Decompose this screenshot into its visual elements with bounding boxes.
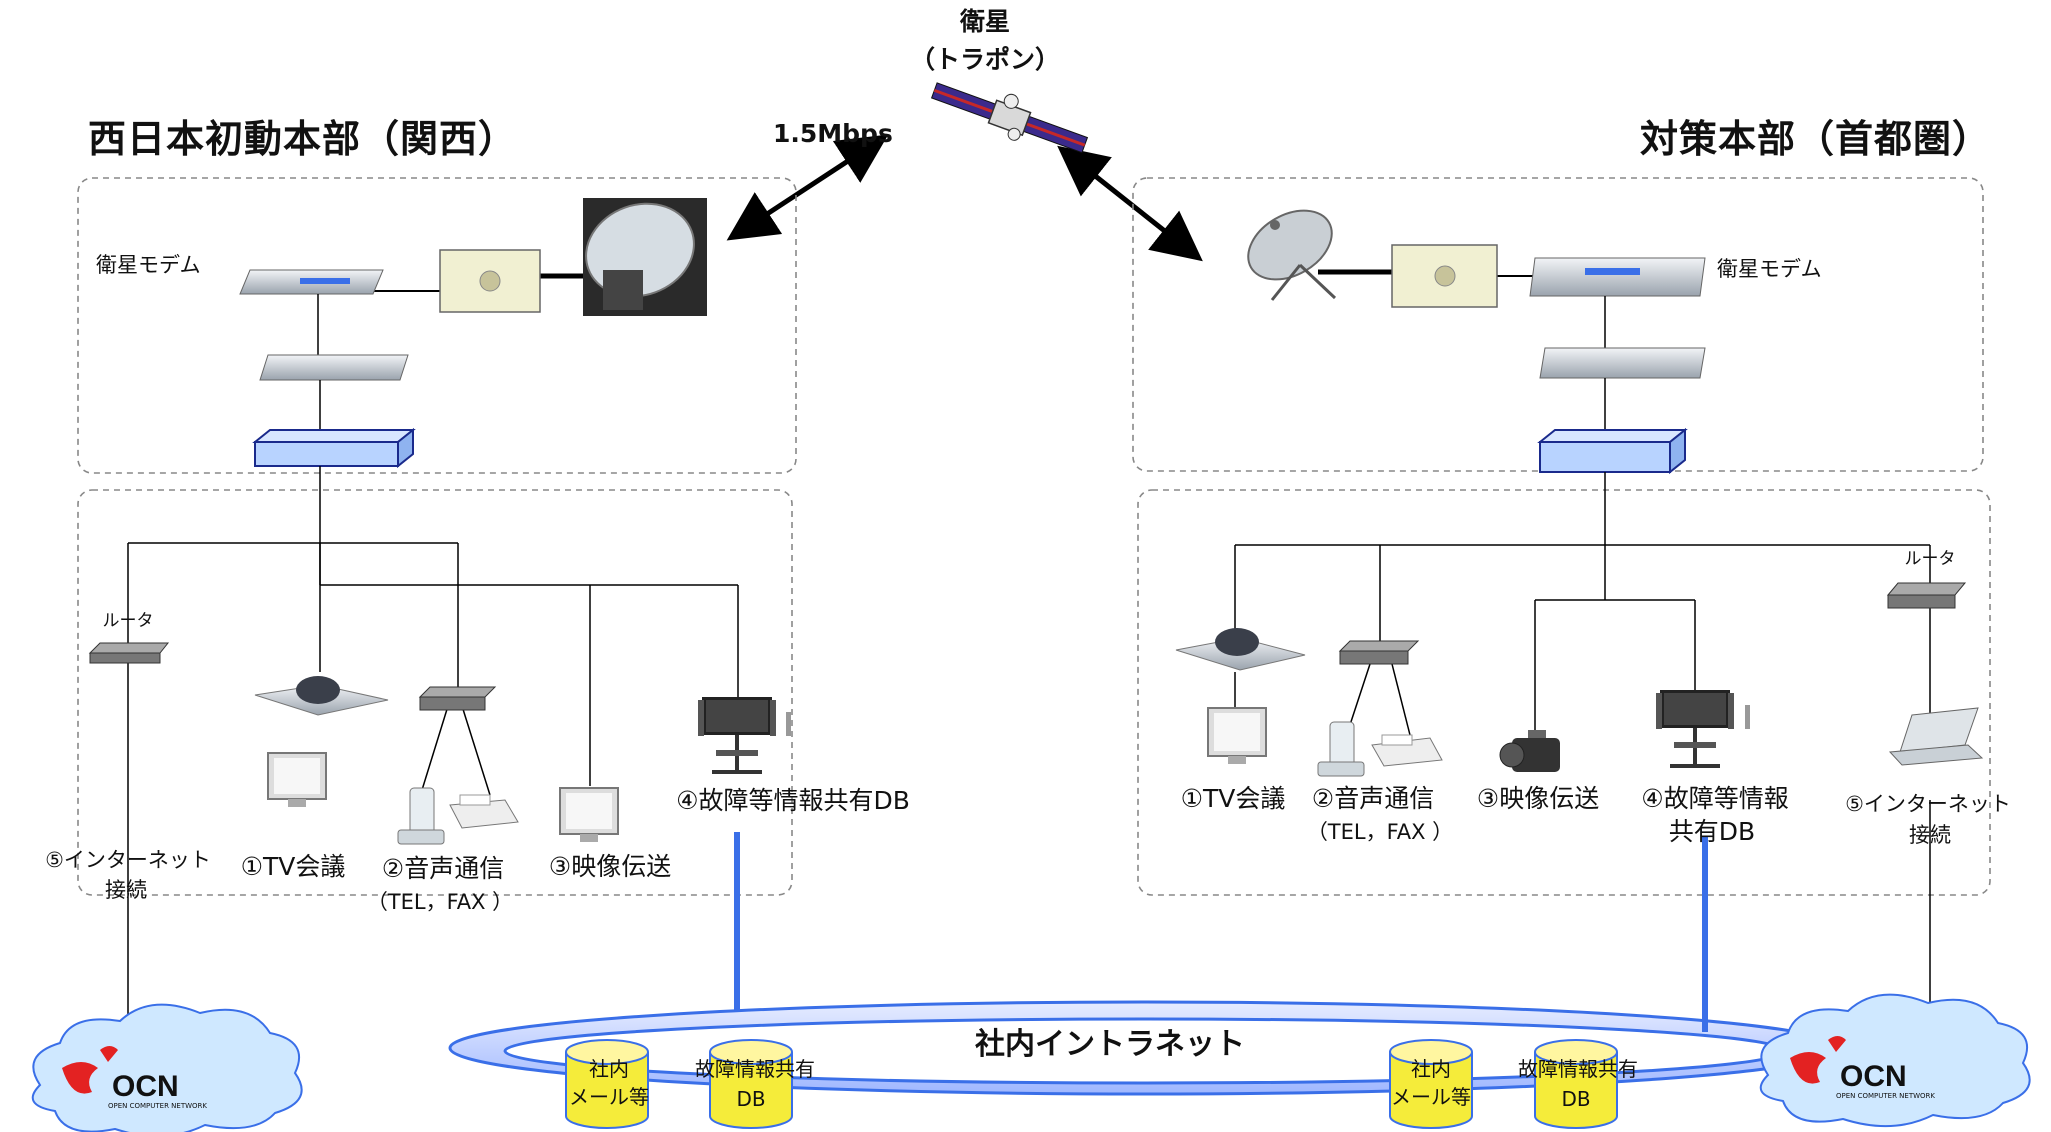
west-ocn-cloud-icon: [31, 1003, 303, 1132]
west-db-server-name: DB: [736, 1087, 766, 1111]
bandwidth-label: 1.5Mbps: [773, 119, 893, 148]
west-title: 西日本初動本部（関西）: [88, 117, 518, 161]
west-switch-icon: [252, 427, 416, 469]
west-codec-icon: [259, 354, 409, 381]
east-internet-label-2: 接続: [1909, 823, 1951, 847]
west-satellite-panel: [77, 177, 797, 474]
east-voice-sub-label: （TEL，FAX ）: [1306, 820, 1454, 844]
east-transceiver-icon: [1391, 244, 1498, 308]
west-phone-icon: [397, 787, 445, 845]
west-db-server-icon: [709, 1039, 793, 1129]
west-satellite-modem-icon: [239, 269, 384, 295]
east-satellite-panel: [1132, 177, 1984, 472]
satellite-subtitle: （トラポン）: [909, 45, 1061, 74]
west-internet-label-1: ⑤インターネット: [45, 848, 211, 872]
west-mail-label-2: メール等: [569, 1085, 649, 1109]
east-db-server-name: DB: [1561, 1087, 1591, 1111]
east-mail-server-icon: [1389, 1039, 1473, 1129]
west-lan-lines: [127, 466, 739, 1040]
east-fax-icon: [1371, 734, 1443, 767]
west-ocn-label: OCN: [112, 1070, 179, 1103]
west-tv-label: ①TV会議: [240, 852, 346, 881]
east-tv-label: ①TV会議: [1180, 784, 1286, 813]
west-ocn-sub-label: OPEN COMPUTER NETWORK: [108, 1102, 208, 1110]
west-transceiver-icon: [439, 249, 541, 313]
east-router-label: ルータ: [1904, 549, 1956, 569]
east-db-display-stand-icon: [1656, 690, 1750, 768]
east-title: 対策本部（首都圏）: [1640, 117, 1992, 161]
west-lan-panel: [77, 489, 793, 896]
east-router-icon: [1886, 582, 1967, 609]
east-voice-hub-icon: [1338, 640, 1420, 665]
west-video-monitor-icon: [559, 787, 619, 842]
west-db-label: ④故障等情報共有DB: [676, 786, 910, 815]
west-mail-label-1: 社内: [589, 1057, 629, 1081]
satellite-title: 衛星: [959, 7, 1011, 36]
east-voice-label: ②音声通信: [1311, 784, 1435, 813]
west-tv-monitor-icon: [267, 752, 327, 807]
west-voice-hub-icon: [418, 686, 497, 711]
east-phone-icon: [1317, 721, 1365, 777]
west-video-label: ③映像伝送: [548, 852, 672, 881]
east-ocn-sub-label: OPEN COMPUTER NETWORK: [1836, 1092, 1936, 1100]
east-mail-label-1: 社内: [1411, 1057, 1451, 1081]
east-db-label-1: ④故障等情報: [1641, 784, 1789, 813]
intranet-label: 社内イントラネット: [975, 1027, 1245, 1062]
east-modem-label: 衛星モデム: [1717, 257, 1822, 281]
east-laptop-icon: [1888, 707, 1984, 766]
east-lan-panel: [1137, 489, 1991, 896]
east-video-camera-icon: [1499, 730, 1560, 772]
west-internet-label-2: 接続: [105, 878, 147, 902]
west-db-server-label: 故障情報共有: [695, 1057, 815, 1081]
east-satellite-link: [1057, 145, 1203, 262]
east-video-label: ③映像伝送: [1476, 784, 1600, 813]
east-satellite-modem-icon: [1529, 257, 1706, 297]
east-db-server-icon: [1534, 1039, 1618, 1129]
west-mail-server-icon: [565, 1039, 649, 1129]
east-dish-antenna-icon: [1247, 209, 1337, 301]
west-db-display-stand-icon: [698, 697, 791, 774]
east-db-label-2: 共有DB: [1668, 817, 1756, 846]
west-fax-icon: [449, 794, 519, 829]
west-tv-conference-camera-icon: [254, 676, 389, 716]
east-db-server-label: 故障情報共有: [1518, 1057, 1638, 1081]
west-dish-antenna-icon: [583, 198, 707, 316]
satellite-icon: [930, 82, 1089, 154]
west-modem-label: 衛星モデム: [96, 253, 201, 277]
east-ocn-label: OCN: [1840, 1060, 1907, 1093]
east-switch-icon: [1537, 427, 1688, 475]
east-codec-icon: [1539, 347, 1706, 379]
east-ocn-cloud-icon: [1759, 993, 2031, 1128]
west-satellite-link: [726, 134, 889, 241]
west-voice-sub-label: （TEL，FAX ）: [366, 890, 514, 914]
east-mail-label-2: メール等: [1391, 1085, 1471, 1109]
west-voice-label: ②音声通信: [381, 854, 505, 883]
west-router-icon: [88, 642, 170, 664]
east-tv-conference-camera-icon: [1175, 628, 1306, 671]
east-internet-label-1: ⑤インターネット: [1845, 792, 2011, 816]
west-router-label: ルータ: [102, 611, 154, 631]
east-tv-monitor-icon: [1207, 707, 1267, 764]
